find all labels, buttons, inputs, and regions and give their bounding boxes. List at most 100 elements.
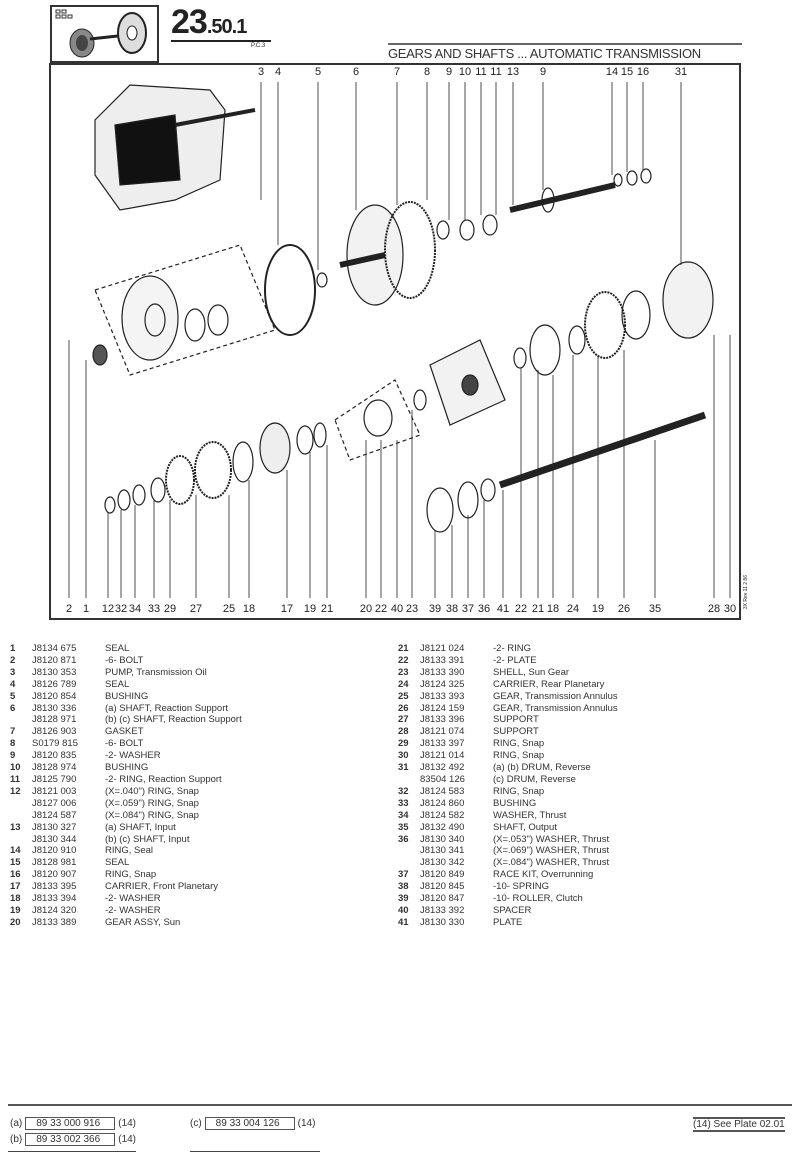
part-number-index: 14 xyxy=(10,845,21,857)
ref: (14) xyxy=(118,1118,136,1129)
part-number-index: 37 xyxy=(398,869,409,881)
part-number-index: 24 xyxy=(398,678,409,690)
callout: 3 xyxy=(257,66,265,78)
callout: 21 xyxy=(320,603,334,615)
part-number-index: 5 xyxy=(10,690,16,702)
callout: 28 xyxy=(707,603,721,615)
part-number-index: 18 xyxy=(10,893,21,905)
callout: 7 xyxy=(393,66,401,78)
part-number: S0179 815 xyxy=(32,738,78,750)
part-description: (X=.059") RING, Snap xyxy=(105,797,199,809)
part-description: PUMP, Transmission Oil xyxy=(105,666,207,678)
part-description: WASHER, Thrust xyxy=(493,809,567,821)
serial-note-c: (c)89 33 004 126(14) xyxy=(190,1117,315,1130)
callout: 41 xyxy=(496,603,510,615)
label: (a) xyxy=(10,1118,23,1129)
part-description: (X=.053") WASHER, Thrust xyxy=(493,833,610,845)
part-description: RING, Snap xyxy=(493,750,545,762)
title-rule xyxy=(388,43,742,45)
part-description: RING, Snap xyxy=(105,869,157,881)
part-number: J8120 849 xyxy=(420,869,465,881)
part-number: J8130 353 xyxy=(32,666,77,678)
rule xyxy=(190,1151,320,1152)
part-number-index xyxy=(398,845,420,857)
part-number: J8120 871 xyxy=(32,654,77,666)
callout: 9 xyxy=(445,66,453,78)
part-description: SUPPORT xyxy=(493,714,539,726)
callout: 14 xyxy=(605,66,619,78)
part-number: J8121 024 xyxy=(420,643,465,654)
part-number-index: 8 xyxy=(10,738,16,750)
part-number: J8133 394 xyxy=(32,893,77,905)
callout: 19 xyxy=(303,603,317,615)
part-number: J8124 860 xyxy=(420,797,465,809)
part-number-index: 11 xyxy=(10,773,21,785)
label: (b) xyxy=(10,1134,23,1145)
callout: 30 xyxy=(723,603,737,615)
callout: 9 xyxy=(539,66,547,78)
part-number-index: 36 xyxy=(398,833,409,845)
part-number-index: 33 xyxy=(398,797,409,809)
part-description: RING, Snap xyxy=(493,785,545,797)
callout: 29 xyxy=(163,603,177,615)
part-number: J8121 003 xyxy=(32,785,77,797)
part-description: -2- WASHER xyxy=(105,750,161,762)
part-number-index: 41 xyxy=(398,916,409,928)
part-description: SHAFT, Output xyxy=(493,821,557,833)
part-number-index: 38 xyxy=(398,881,409,893)
part-number-index xyxy=(10,834,32,846)
callout: 17 xyxy=(280,603,294,615)
part-description: -2- WASHER xyxy=(105,904,161,916)
part-description: GEAR, Transmission Annulus xyxy=(493,702,618,714)
page-title: GEARS AND SHAFTS ... AUTOMATIC TRANSMISS… xyxy=(388,46,701,61)
serial-note-b: (b)89 33 002 366(14) xyxy=(10,1133,136,1146)
label: (c) xyxy=(190,1118,202,1129)
part-number: J8124 587 xyxy=(32,809,77,821)
part-number-index: 23 xyxy=(398,666,409,678)
callout: 21 xyxy=(531,603,545,615)
callout: 12 xyxy=(101,603,115,615)
part-description: -2- WASHER xyxy=(105,893,161,905)
callout: 13 xyxy=(506,66,520,78)
callout: 33 xyxy=(147,603,161,615)
part-number-index xyxy=(10,714,32,726)
part-description: GASKET xyxy=(105,726,144,738)
part-row: 83504 126(c) DRUM, Reverse xyxy=(398,774,618,786)
callout: 27 xyxy=(189,603,203,615)
part-number: J8133 390 xyxy=(420,666,465,678)
callout: 35 xyxy=(648,603,662,615)
part-number-index: 39 xyxy=(398,893,409,905)
part-row: 12 J8121 003 (X=.040") RING, Snap xyxy=(10,786,242,798)
plate-number: 23.50.1 xyxy=(171,3,247,41)
part-number: J8128 974 xyxy=(32,762,77,774)
callout: 19 xyxy=(591,603,605,615)
part-description: SEAL xyxy=(105,857,130,869)
callout: 39 xyxy=(428,603,442,615)
part-number-index: 12 xyxy=(10,785,21,797)
part-number-index xyxy=(10,810,32,822)
part-description: -2- PLATE xyxy=(493,654,537,666)
part-description: (X=.069") WASHER, Thrust xyxy=(493,845,610,857)
part-description: GEAR ASSY, Sun xyxy=(105,916,181,928)
callout: 1 xyxy=(82,603,90,615)
callout: 11 xyxy=(475,66,487,78)
part-description: -10- ROLLER, Clutch xyxy=(493,893,583,905)
part-description: BUSHING xyxy=(105,762,149,774)
part-description: (X=.084") WASHER, Thrust xyxy=(493,857,610,869)
part-description: SEAL xyxy=(105,643,130,654)
serial: 89 33 002 366 xyxy=(25,1133,116,1146)
part-description: (X=.040") RING, Snap xyxy=(105,785,199,797)
part-description: RING, Snap xyxy=(493,738,545,750)
part-row: J8130 341(X=.069") WASHER, Thrust xyxy=(398,845,618,857)
